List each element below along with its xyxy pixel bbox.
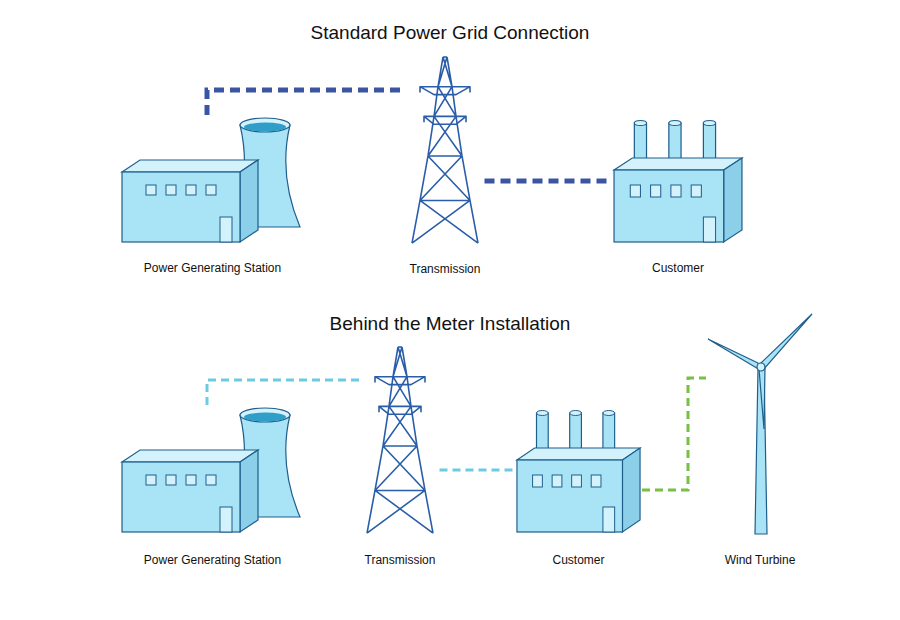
window [166, 475, 176, 485]
diagram-node: Wind Turbine [706, 313, 814, 568]
turbine-tower [755, 368, 767, 534]
blade [708, 339, 760, 370]
power-line [440, 469, 516, 472]
window [630, 185, 640, 197]
lattice-tower [367, 347, 433, 533]
chimney-top [570, 411, 582, 416]
window [146, 475, 156, 485]
window [691, 185, 701, 197]
node-caption: Customer [550, 553, 606, 568]
roof [122, 160, 258, 172]
factory-icon [612, 115, 744, 245]
cooling-tower-top [240, 408, 290, 422]
power-line [207, 380, 361, 405]
power-line [485, 179, 613, 184]
chimney [603, 413, 615, 453]
chimney [570, 413, 582, 453]
building-side [240, 450, 258, 532]
chimney-top [703, 121, 715, 126]
wind-turbine-icon [706, 313, 814, 535]
door [703, 217, 715, 242]
door [603, 507, 615, 532]
hub [757, 363, 765, 371]
window [186, 475, 196, 485]
window [552, 475, 562, 487]
cooling-tower-top [240, 118, 290, 132]
building-front [517, 460, 623, 532]
chimney [634, 123, 646, 163]
window [146, 185, 156, 195]
roof [122, 450, 258, 462]
transmission-tower-icon [365, 347, 435, 535]
factory-icon [515, 405, 642, 535]
transmission-tower-icon [410, 57, 480, 245]
node-caption: Customer [650, 261, 706, 276]
window [651, 185, 661, 197]
chimney-top [536, 411, 548, 416]
chimney-top [669, 121, 681, 126]
node-caption: Transmission [408, 262, 483, 277]
window [671, 185, 681, 197]
building-side [240, 160, 258, 242]
chimney [669, 123, 681, 163]
node-caption: Power Generating Station [142, 261, 283, 276]
roof [517, 448, 640, 460]
chimney-top [634, 121, 646, 126]
node-caption: Power Generating Station [142, 553, 283, 568]
chimney [703, 123, 715, 163]
node-caption: Wind Turbine [723, 553, 798, 568]
window [533, 475, 543, 487]
section-heading: Behind the Meter Installation [0, 313, 900, 335]
window [572, 475, 582, 487]
diagram-node: Customer [612, 115, 744, 276]
window [591, 475, 601, 487]
building-front [614, 170, 724, 242]
blade [761, 314, 812, 369]
diagram-title: Standard Power Grid Connection [0, 22, 900, 44]
building-front [122, 172, 240, 242]
diagram-node: Power Generating Station [120, 115, 305, 276]
door [220, 217, 232, 242]
diagram-node: Customer [515, 405, 642, 568]
window [166, 185, 176, 195]
building-side [724, 158, 742, 242]
window [186, 185, 196, 195]
window [206, 475, 216, 485]
power-station-icon [120, 115, 305, 245]
cooling-tower-opening [244, 413, 286, 422]
roof [614, 158, 742, 170]
power-line [207, 90, 406, 115]
power-station-icon [120, 405, 305, 535]
chimney [536, 413, 548, 453]
node-caption: Transmission [363, 553, 438, 568]
lattice-tower [412, 57, 478, 243]
diagram-node: Transmission [406, 57, 485, 277]
cooling-tower-opening [244, 123, 286, 132]
diagram-node: Power Generating Station [120, 405, 305, 568]
blade [759, 368, 765, 429]
window [206, 185, 216, 195]
building-front [122, 462, 240, 532]
building-side [622, 448, 640, 532]
diagram-node: Transmission [361, 347, 440, 568]
power-line [642, 378, 706, 490]
door [220, 507, 232, 532]
chimney-top [603, 411, 615, 416]
